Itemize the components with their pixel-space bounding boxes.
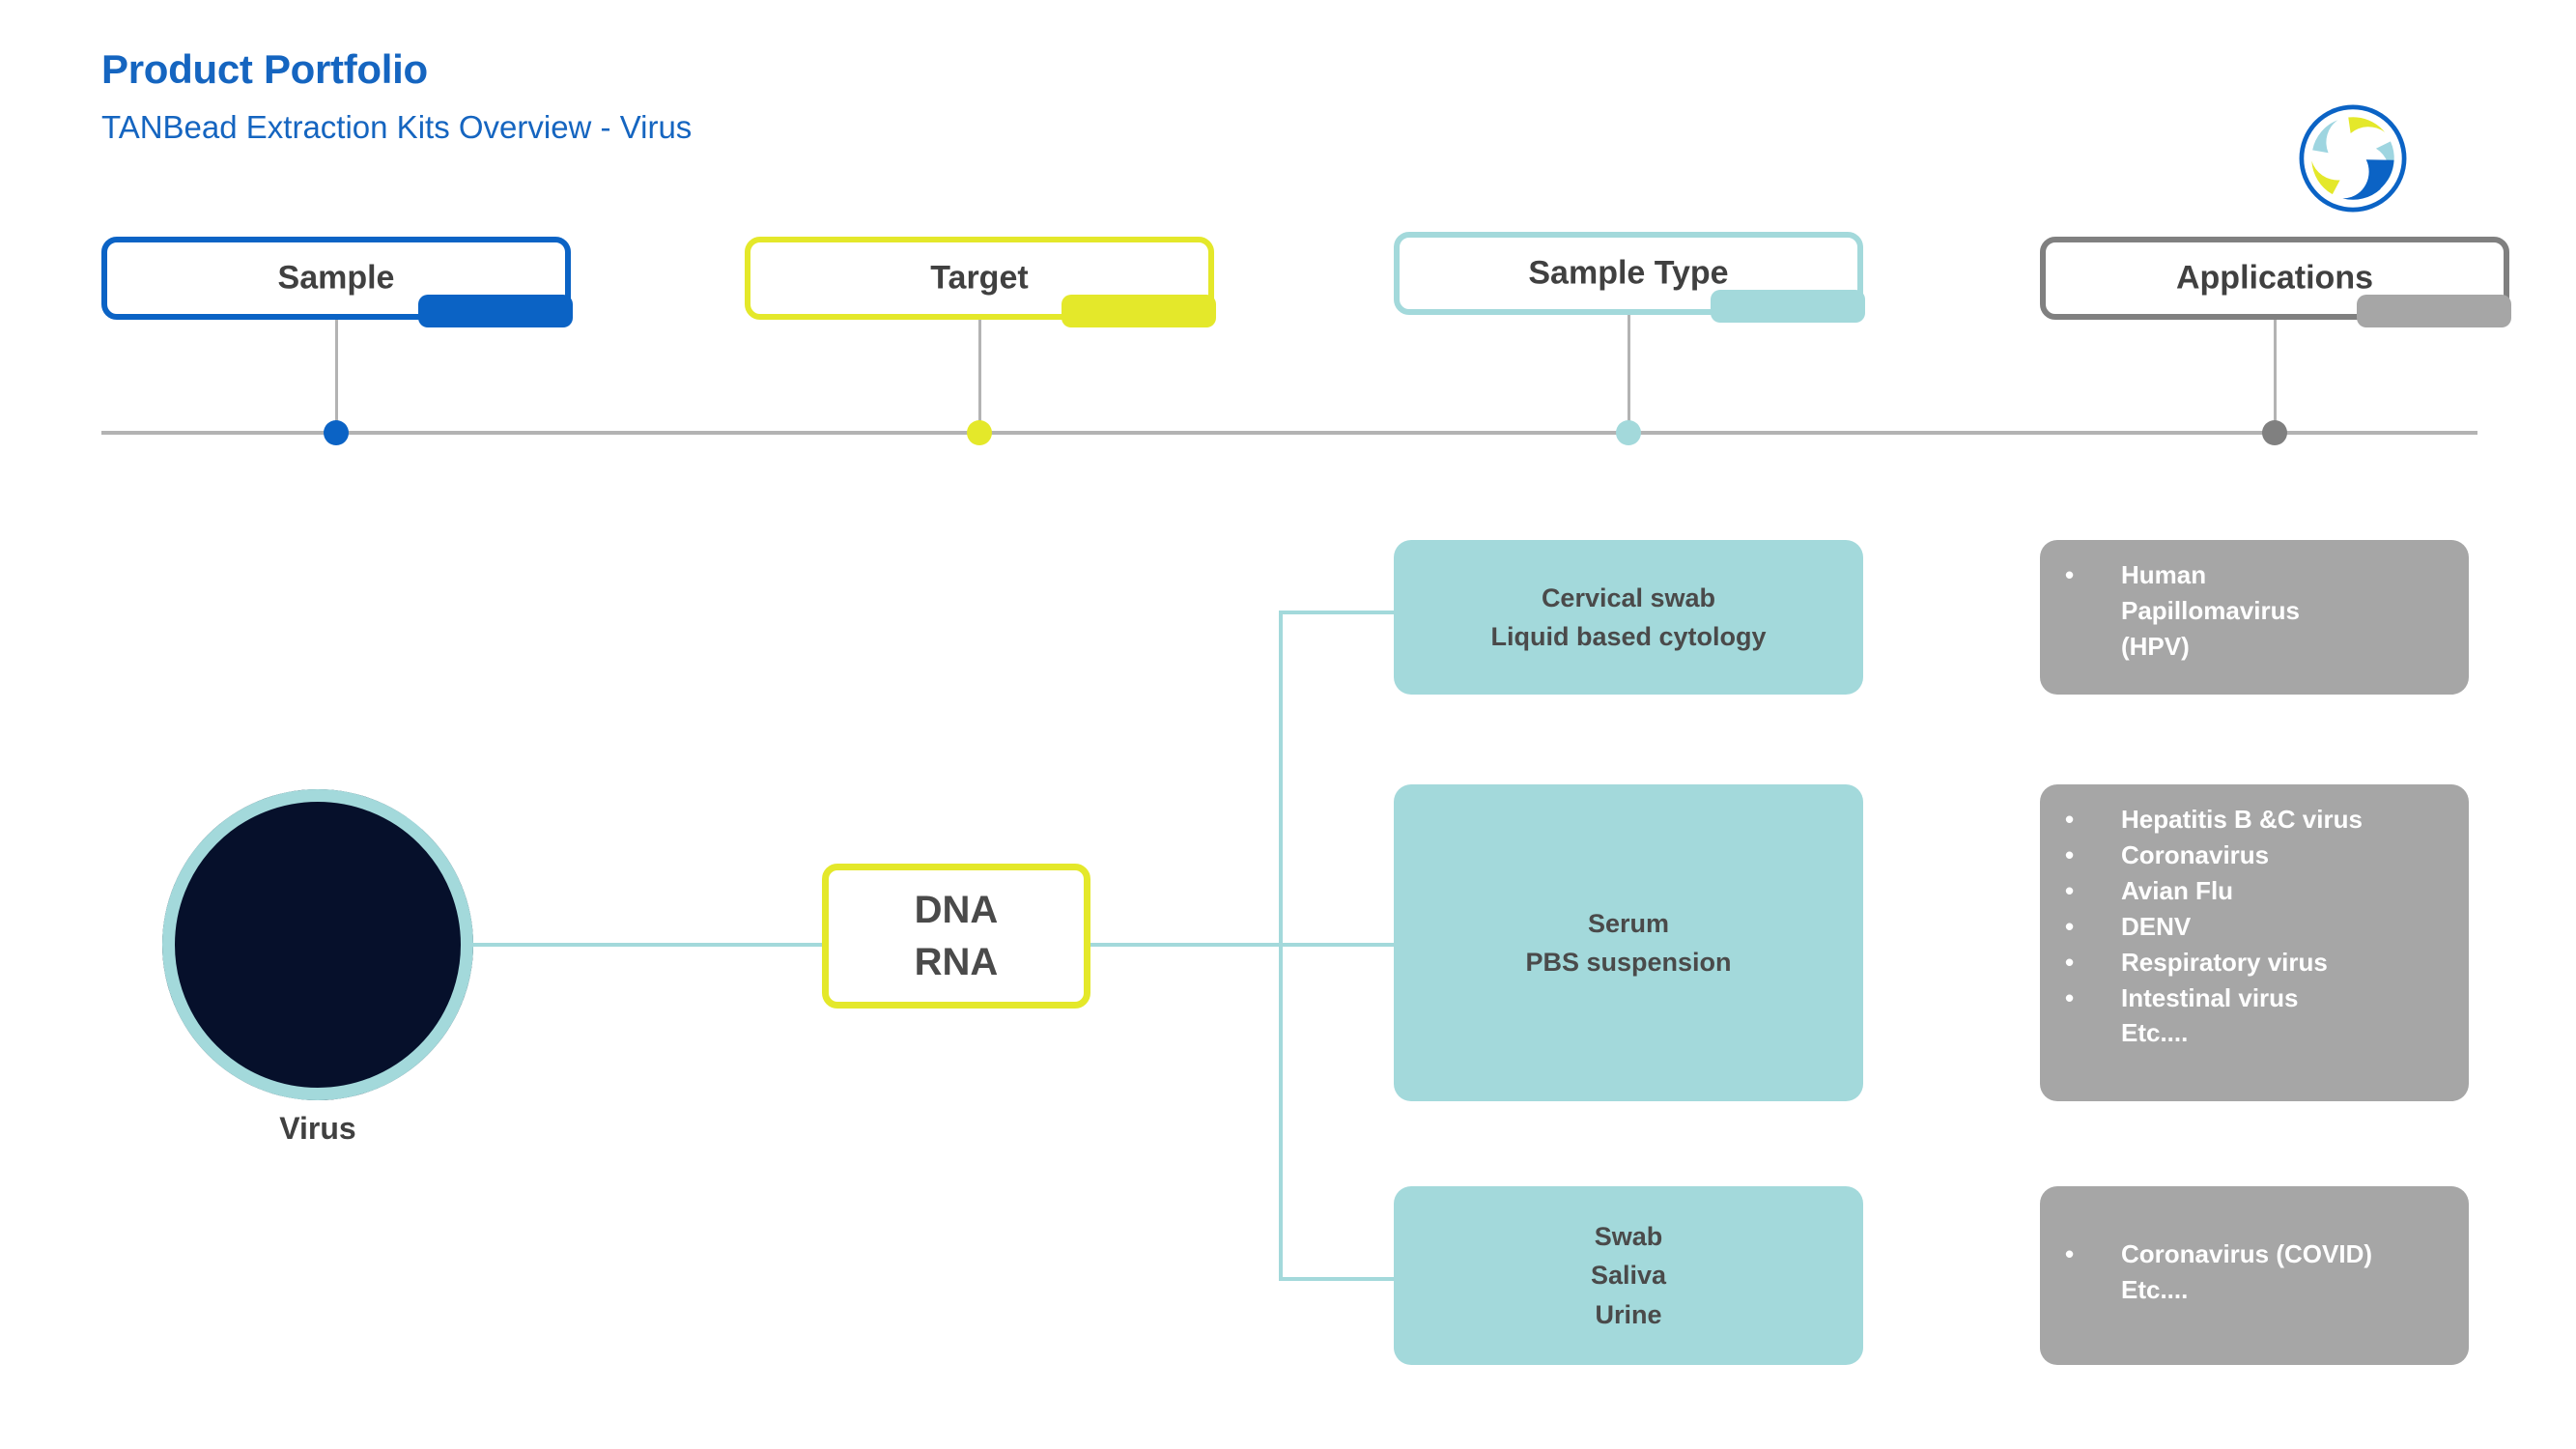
sample-type-3-line-1: Swab xyxy=(1594,1221,1663,1251)
stage-pill-sample-type[interactable]: Sample Type xyxy=(1394,232,1865,323)
bullet-icon: • xyxy=(2065,839,2075,869)
virus-circle-ring xyxy=(162,789,473,1100)
stage-label-applications: Applications xyxy=(2175,259,2374,297)
connector-branch-sample-type-1 xyxy=(1279,611,1400,614)
sample-image-circle xyxy=(162,789,473,1100)
tanbead-swirl-logo-icon xyxy=(2296,101,2410,215)
stage-tab-sample xyxy=(418,295,573,327)
bullet-icon: • xyxy=(2065,947,2075,977)
application-item: • DENV xyxy=(2065,909,2444,945)
sample-type-box-1[interactable]: Cervical swab Liquid based cytology xyxy=(1394,540,1863,695)
application-text: Papillomavirus xyxy=(2121,595,2300,625)
application-text: Intestinal virus xyxy=(2121,982,2299,1012)
sample-type-2-line-2: PBS suspension xyxy=(1525,948,1732,977)
application-text: Human xyxy=(2121,560,2207,589)
stage-pill-applications[interactable]: Applications xyxy=(2040,237,2511,327)
applications-box-1[interactable]: • Human Papillomavirus (HPV) xyxy=(2040,540,2469,695)
application-item: • Intestinal virus xyxy=(2065,980,2444,1016)
page-title: Product Portfolio xyxy=(101,46,428,92)
application-text: Hepatitis B &C virus xyxy=(2121,805,2363,834)
bullet-icon: • xyxy=(2065,805,2075,834)
application-item: • Coronavirus xyxy=(2065,838,2444,873)
application-text: DENV xyxy=(2121,911,2192,941)
stage-label-sample: Sample xyxy=(277,259,395,297)
timeline-dot-target[interactable] xyxy=(967,420,992,445)
timeline-stem-sample-type xyxy=(1628,315,1630,434)
bullet-icon: • xyxy=(2065,911,2075,941)
timeline-dot-sample[interactable] xyxy=(324,420,349,445)
timeline-stem-applications xyxy=(2274,320,2277,434)
stage-label-sample-type: Sample Type xyxy=(1528,254,1729,292)
application-item: • Respiratory virus xyxy=(2065,945,2444,980)
timeline-axis xyxy=(101,431,2477,435)
application-text: (HPV) xyxy=(2121,631,2190,661)
application-item: • Coronavirus (COVID) xyxy=(2065,1236,2444,1272)
sample-type-box-3[interactable]: Swab Saliva Urine xyxy=(1394,1186,1863,1365)
application-text: Coronavirus (COVID) xyxy=(2121,1239,2373,1268)
page-subtitle: TANBead Extraction Kits Overview - Virus xyxy=(101,109,693,145)
application-item: • Human xyxy=(2065,557,2444,593)
connector-sample-to-target xyxy=(470,943,828,947)
target-line-dna: DNA xyxy=(914,889,999,931)
timeline-dot-applications[interactable] xyxy=(2262,420,2287,445)
bullet-icon: • xyxy=(2065,560,2075,589)
stage-label-target: Target xyxy=(930,259,1029,297)
bullet-icon: • xyxy=(2065,875,2075,905)
timeline-stem-target xyxy=(978,320,981,434)
sample-type-box-2[interactable]: Serum PBS suspension xyxy=(1394,784,1863,1101)
connector-branch-sample-type-2 xyxy=(1279,943,1400,947)
timeline-dot-sample-type[interactable] xyxy=(1616,420,1641,445)
bullet-icon: • xyxy=(2065,1239,2075,1268)
sample-label: Virus xyxy=(279,1111,356,1146)
application-text: Coronavirus xyxy=(2121,839,2270,869)
application-text: Avian Flu xyxy=(2121,875,2234,905)
application-item: • Hepatitis B &C virus xyxy=(2065,802,2444,838)
sample-type-3-line-3: Urine xyxy=(1595,1299,1662,1329)
application-text: Respiratory virus xyxy=(2121,947,2328,977)
sample-type-2-line-1: Serum xyxy=(1587,908,1670,938)
sample-type-1-line-2: Liquid based cytology xyxy=(1490,622,1767,651)
applications-box-3[interactable]: • Coronavirus (COVID) Etc.... xyxy=(2040,1186,2469,1365)
stage-tab-sample-type xyxy=(1711,290,1865,323)
application-text: Etc.... xyxy=(2121,1274,2189,1304)
connector-branch-sample-type-3 xyxy=(1279,1277,1400,1281)
bullet-icon: • xyxy=(2065,982,2075,1012)
application-text: Etc.... xyxy=(2121,1018,2189,1048)
sample-type-3-line-2: Saliva xyxy=(1590,1261,1667,1291)
timeline-stem-sample xyxy=(335,320,338,434)
applications-box-2[interactable]: • Hepatitis B &C virus • Coronavirus • A… xyxy=(2040,784,2469,1101)
stage-pill-sample[interactable]: Sample xyxy=(101,237,573,327)
target-box-dna-rna[interactable]: DNA RNA xyxy=(822,864,1090,1009)
target-line-rna: RNA xyxy=(914,941,999,983)
sample-type-1-line-1: Cervical swab xyxy=(1541,582,1716,612)
application-item: • Avian Flu xyxy=(2065,873,2444,909)
stage-pill-target[interactable]: Target xyxy=(745,237,1216,327)
connector-target-to-trunk xyxy=(1085,943,1283,947)
stage-tab-target xyxy=(1062,295,1216,327)
stage-tab-applications xyxy=(2357,295,2511,327)
